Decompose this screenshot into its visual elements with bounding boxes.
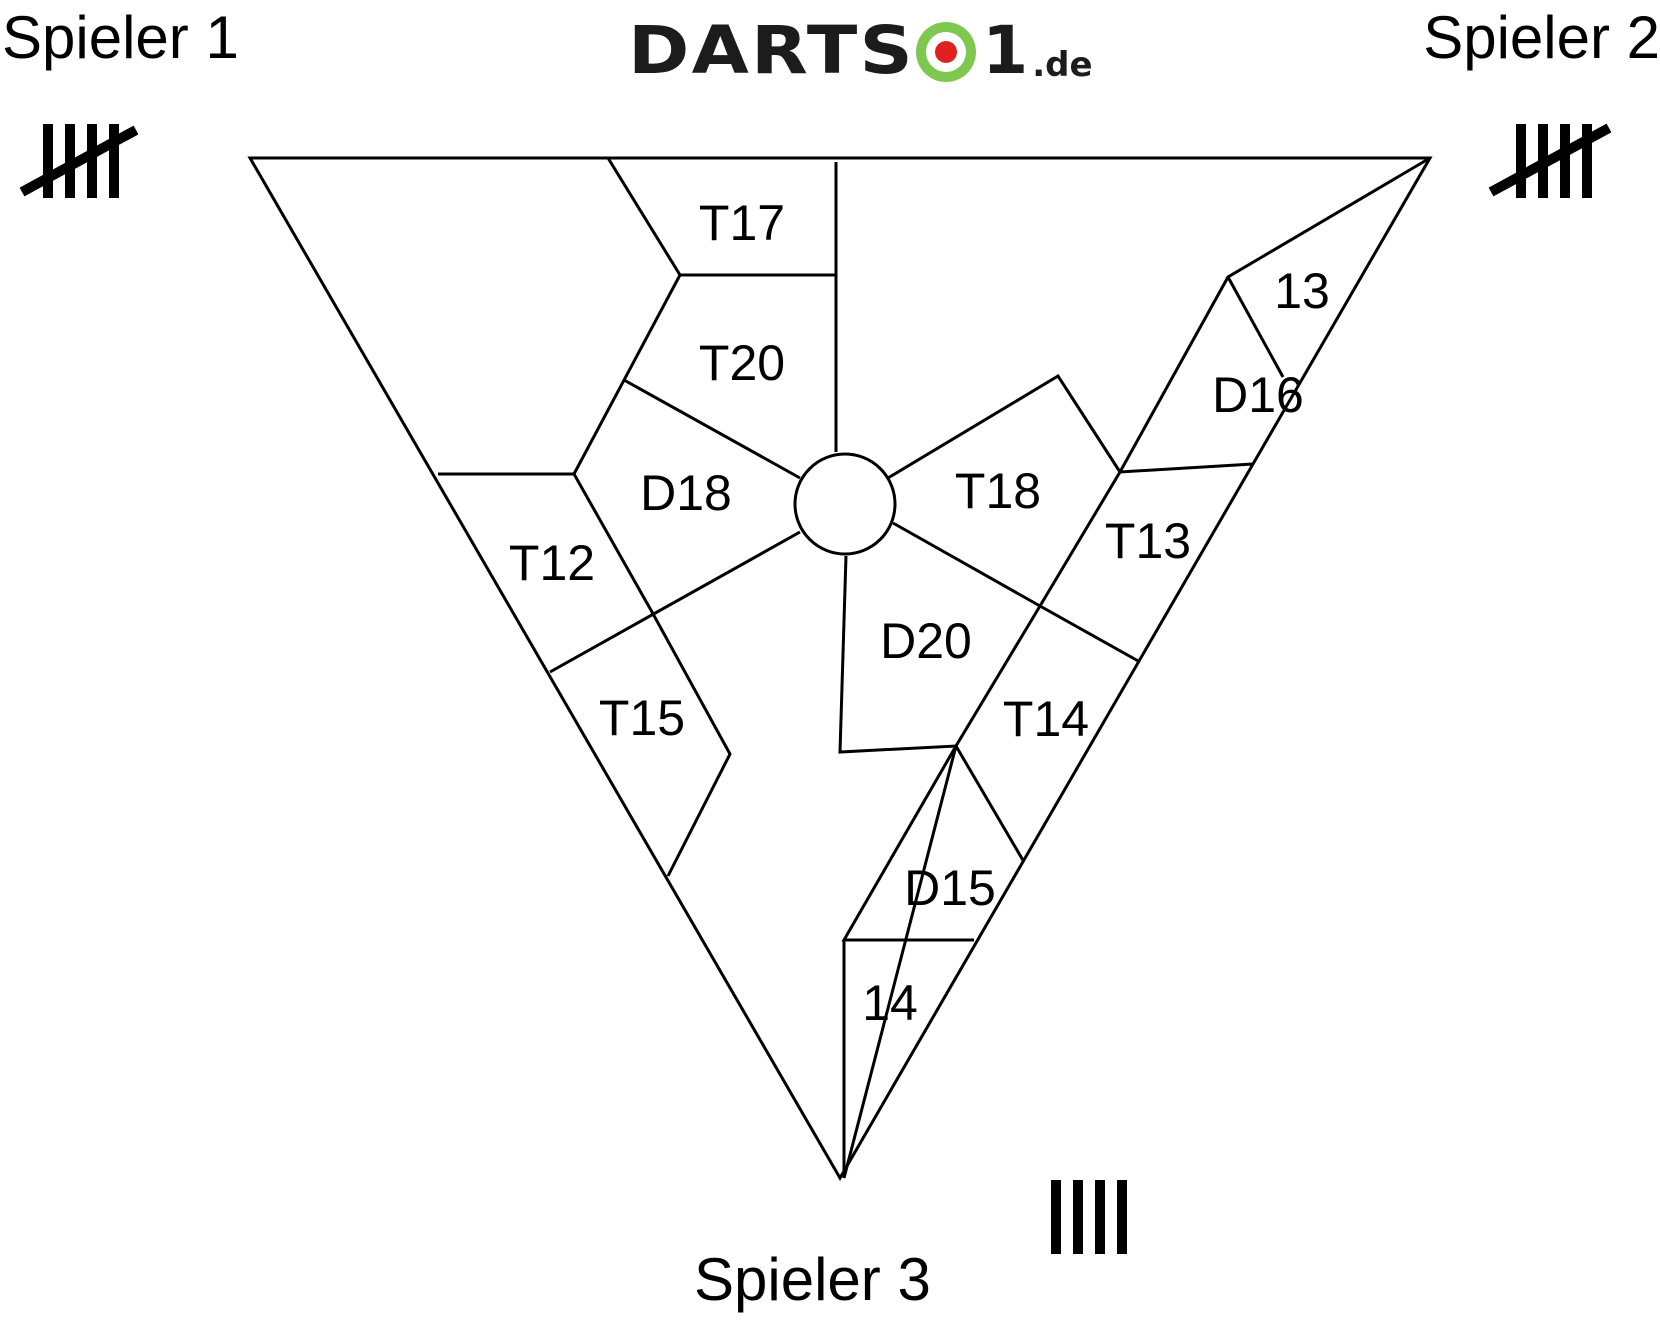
field-label-d20: D20 <box>880 613 972 669</box>
logo-word: DARTS <box>628 12 916 89</box>
darts01-logo: DARTS 1 .de <box>628 18 1093 84</box>
player-1-label: Spieler 1 <box>2 4 239 71</box>
logo-digit: 1 <box>982 12 1031 89</box>
player-2-tally-icon <box>1488 123 1612 198</box>
logo-tld: .de <box>1032 45 1093 85</box>
field-label-t20: T20 <box>699 335 785 391</box>
player-3-label: Spieler 3 <box>694 1246 931 1313</box>
field-label-t13: T13 <box>1105 513 1191 569</box>
board-lines <box>247 156 1433 1181</box>
field-label-t18: T18 <box>955 463 1041 519</box>
dartboard-logo-icon <box>916 22 977 82</box>
field-label-13: 13 <box>1274 263 1330 319</box>
player-2-label: Spieler 2 <box>1423 4 1660 71</box>
field-label-d18: D18 <box>640 465 732 521</box>
field-label-d16: D16 <box>1212 367 1304 423</box>
player-3-tally-icon <box>1051 1180 1127 1254</box>
field-label-14: 14 <box>862 975 918 1031</box>
player-1-tally-icon <box>19 124 138 198</box>
bullseye-circle <box>793 452 897 556</box>
field-label-t17: T17 <box>699 195 785 251</box>
outer-triangle <box>247 156 1433 1181</box>
field-label-t12: T12 <box>509 535 595 591</box>
field-label-d15: D15 <box>904 860 996 916</box>
field-label-t15: T15 <box>599 690 685 746</box>
field-label-t14: T14 <box>1003 691 1089 747</box>
